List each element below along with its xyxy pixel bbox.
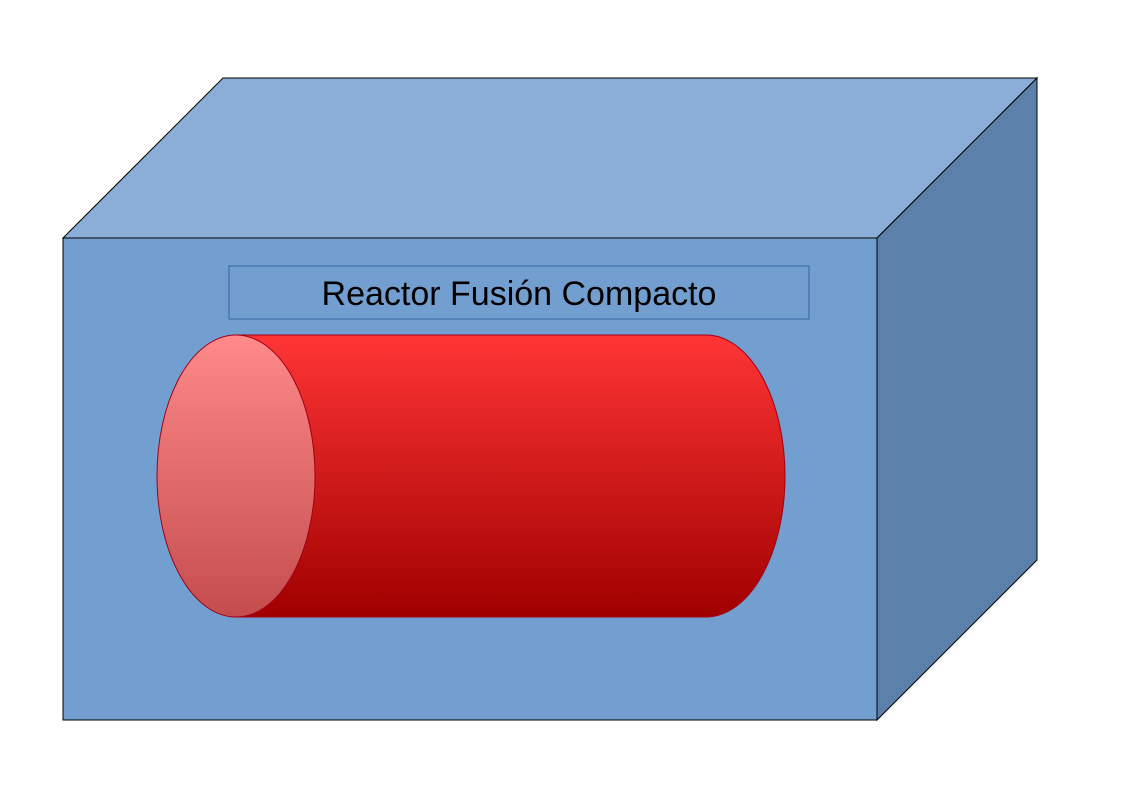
- cylinder-body: [235, 334, 786, 618]
- box-top-face: [61, 77, 1039, 239]
- label-box: [228, 265, 810, 320]
- reactor-label: Reactor Fusión Compacto: [322, 275, 717, 313]
- cylinder-end-cap: [156, 334, 316, 618]
